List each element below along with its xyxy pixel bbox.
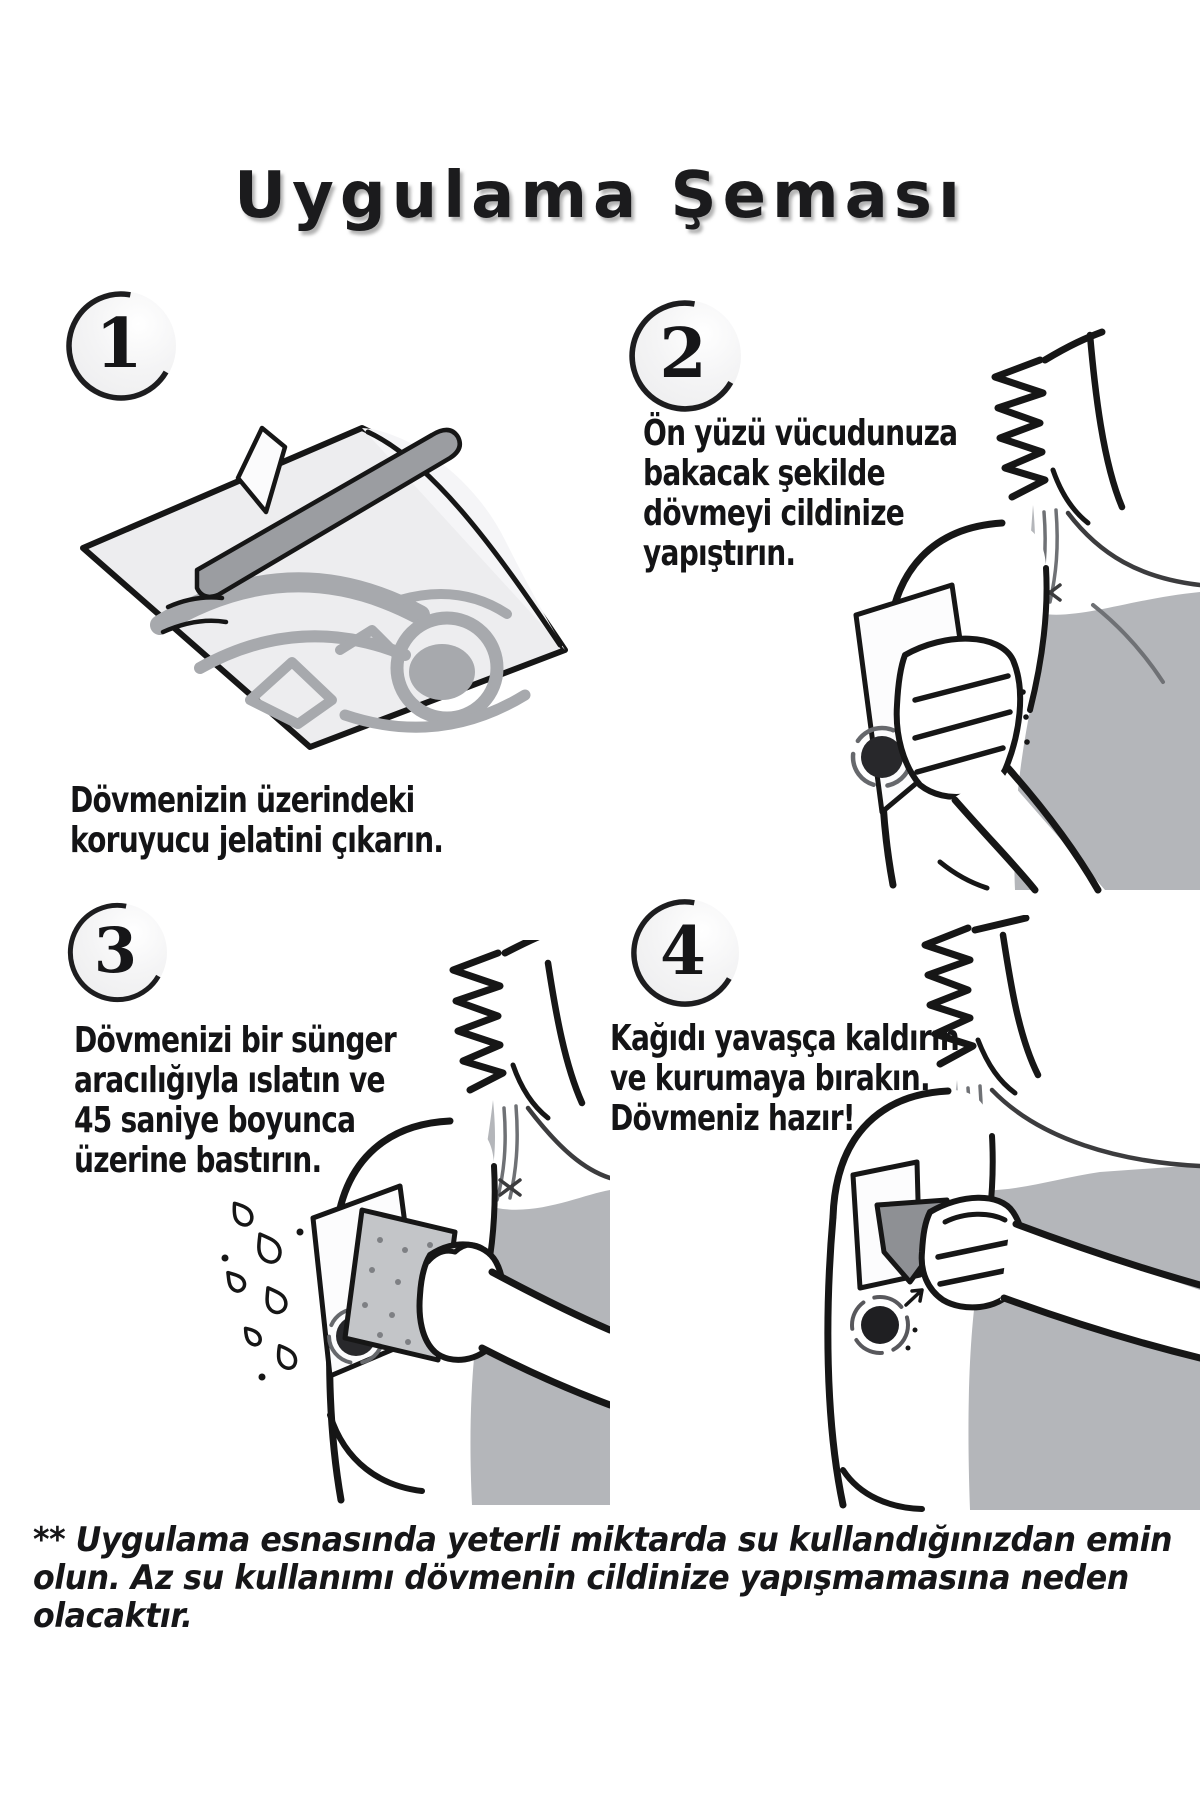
step-4-badge: 4 (631, 899, 739, 1007)
motion-lines (160, 595, 229, 635)
neck-lines (975, 931, 1042, 1096)
step-4-caption: Kağıdı yavaşça kaldırın ve kurumaya bıra… (610, 1018, 960, 1139)
hair-zigzag-icon (921, 915, 1030, 1068)
step-1-caption: Dövmenizin üzerindeki koruyucu jelatini … (70, 780, 444, 861)
lifting-hand (918, 1194, 1200, 1362)
page-title: Uygulama Şeması (234, 158, 966, 233)
step-1-number: 1 (95, 304, 143, 384)
step-3-badge: 3 (67, 902, 168, 1003)
hair-zigzag-icon (449, 940, 540, 1094)
badge-ring-icon (66, 291, 176, 401)
step-2-badge: 2 (629, 300, 741, 412)
step-1-badge: 1 (66, 291, 176, 401)
hair-zigzag-icon (991, 328, 1106, 501)
neck-lines (1050, 331, 1126, 526)
footnote: ** Uygulama esnasında yeterli miktarda s… (33, 1520, 1173, 1636)
step-3-caption: Dövmenizi bir sünger aracılığıyla ıslatı… (74, 1020, 397, 1181)
badge-ring-icon (631, 899, 739, 1007)
step-3-illustration sponge-wetting-icon (210, 940, 610, 1510)
tattoo-on-skin (850, 1288, 924, 1355)
holding-fist (416, 1241, 610, 1409)
step-4-number: 4 (660, 912, 706, 990)
badge-ring-icon (67, 902, 168, 1003)
tattoo-design (150, 572, 531, 733)
step-4-illustration peel-paper-icon (780, 915, 1200, 1515)
water-droplets-icon (221, 1201, 304, 1381)
step-2-number: 2 (659, 314, 707, 394)
step-2-illustration press-tattoo-on-arm-icon (830, 315, 1200, 915)
pressing-hand (893, 635, 1105, 894)
badge-ring-icon (629, 300, 741, 412)
neck-lines (510, 959, 586, 1121)
step-1-illustration tattoo-paper-peel-film-icon (80, 340, 610, 780)
step-3-number: 3 (93, 914, 138, 987)
step-2-caption: Ön yüzü vücudunuza bakacak şekilde dövme… (643, 413, 958, 574)
